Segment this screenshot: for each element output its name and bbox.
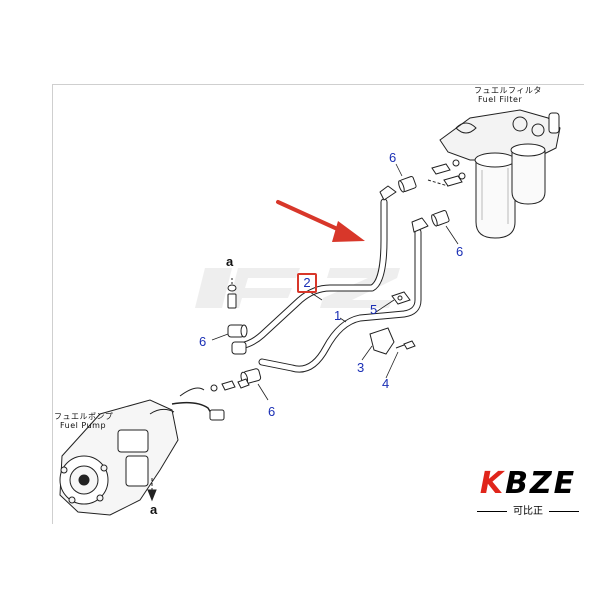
callout-a-top: a xyxy=(226,254,234,269)
brand-letters-rest: BZE xyxy=(505,466,577,501)
clamp-bracket xyxy=(369,291,416,355)
brand-letter-k: K xyxy=(479,466,506,501)
callout-part-3: 3 xyxy=(357,360,365,375)
callout-part-6-top: 6 xyxy=(389,150,397,165)
tube-2 xyxy=(236,185,397,350)
callout-part-5: 5 xyxy=(370,302,378,317)
callout-part-2: 2 xyxy=(297,273,317,293)
fuel-pump-label-en: Fuel Pump xyxy=(60,421,107,430)
sleeve-parts xyxy=(227,176,450,385)
callout-part-6-right: 6 xyxy=(456,244,464,259)
leader-lines xyxy=(211,163,459,401)
fuel-pump-assembly xyxy=(59,387,225,516)
pump-fittings xyxy=(210,278,250,392)
fuel-filter-assembly xyxy=(427,109,561,239)
callout-part-1: 1 xyxy=(334,308,342,323)
brand-wordmark: KBZE xyxy=(462,468,594,500)
callout-part-4: 4 xyxy=(382,376,390,391)
pointer-arrow-icon xyxy=(276,200,365,242)
brand-logo: KBZE 可比正 xyxy=(462,468,594,518)
fuel-filter-label-jp: フュエルフィルタ xyxy=(474,86,542,95)
fuel-pump-label-jp: フュエルポンプ xyxy=(54,412,114,421)
callout-part-6-bottom: 6 xyxy=(268,404,276,419)
tube-1 xyxy=(258,217,429,373)
callout-part-6-left: 6 xyxy=(199,334,207,349)
diagram-frame xyxy=(52,84,584,524)
callout-a-bottom: a xyxy=(150,502,158,517)
fuel-filter-label-en: Fuel Filter xyxy=(478,95,523,104)
brand-chinese-name: 可比正 xyxy=(462,502,594,517)
